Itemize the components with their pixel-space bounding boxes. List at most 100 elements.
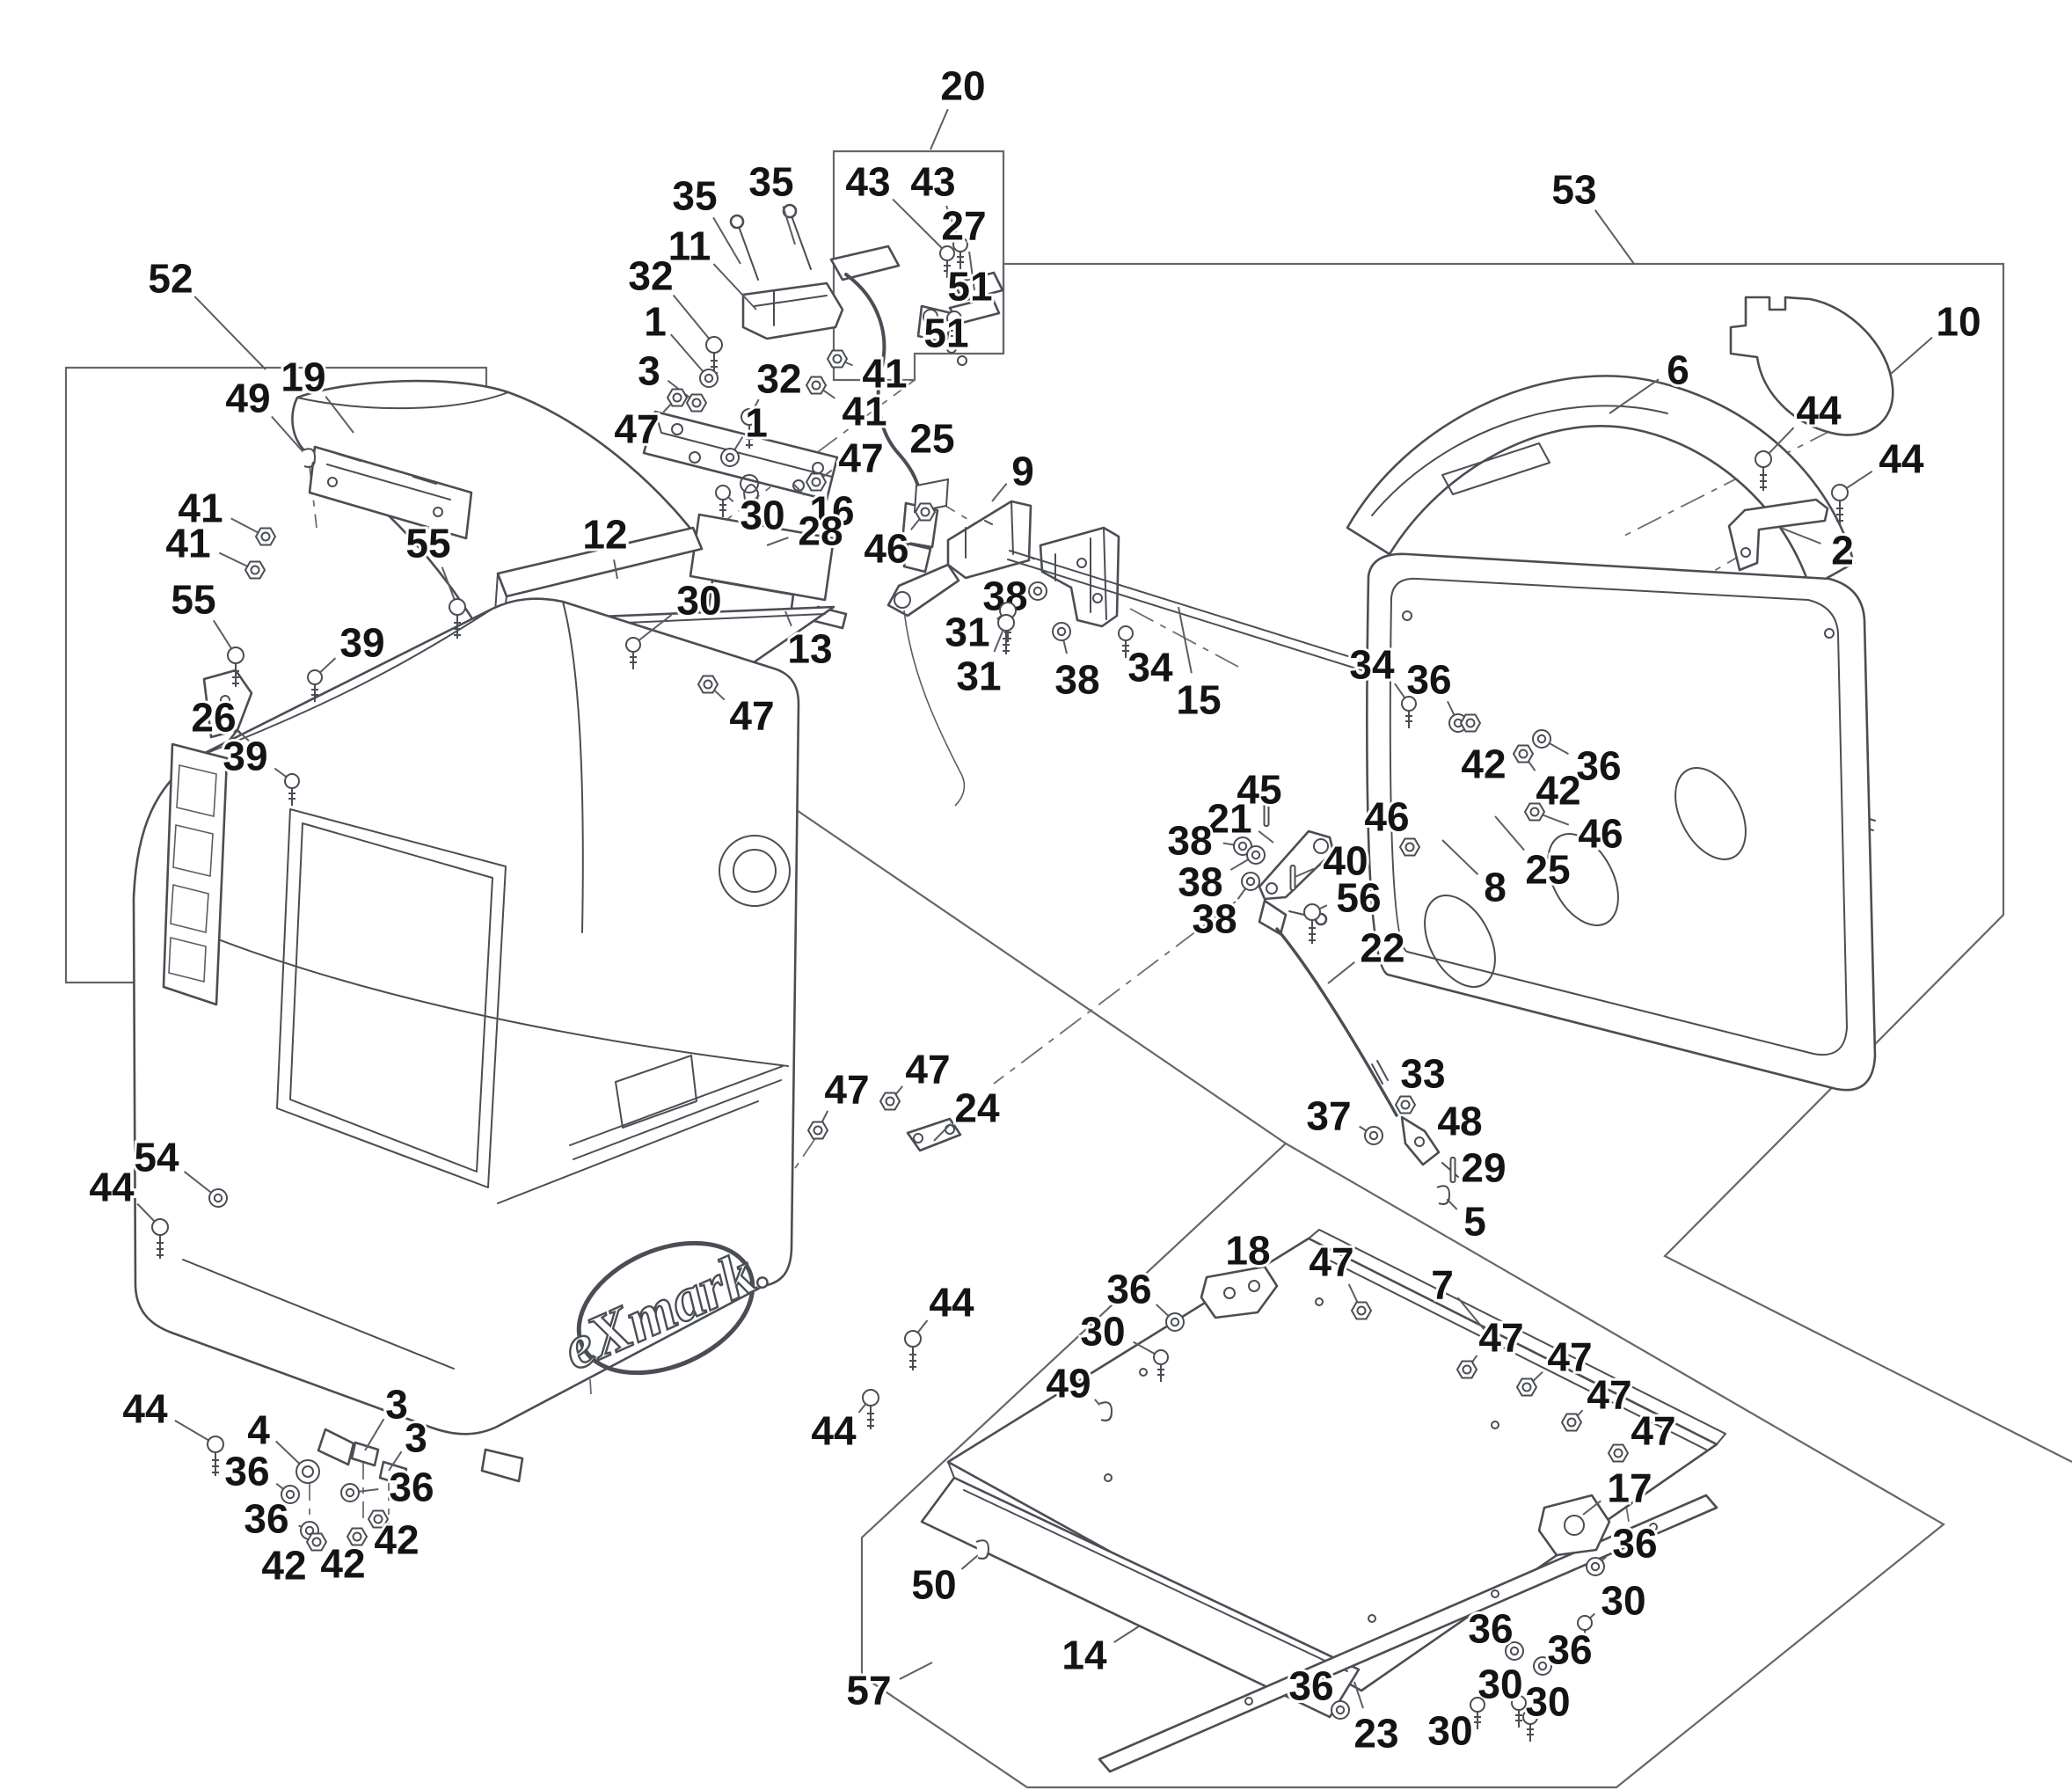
part-clamp-3b	[378, 1460, 408, 1487]
callout-47: 47	[1309, 1239, 1353, 1285]
part-frame-6	[1366, 552, 1877, 1092]
washer-icon	[1532, 729, 1551, 749]
part-rail-23	[1098, 1494, 1718, 1773]
callout-38: 38	[1192, 896, 1237, 942]
callout-36: 36	[1612, 1521, 1657, 1567]
callout-46: 46	[1364, 794, 1409, 840]
callout-8: 8	[1484, 865, 1507, 910]
callout-30: 30	[740, 493, 784, 538]
callout-49: 49	[1046, 1361, 1091, 1406]
callout-35: 35	[748, 159, 793, 205]
pin-icon	[1289, 865, 1296, 891]
callout-48: 48	[1437, 1099, 1482, 1144]
callout-10: 10	[1936, 299, 1981, 345]
callout-51: 51	[947, 264, 992, 310]
callout-53: 53	[1551, 167, 1596, 213]
washer-icon	[699, 369, 719, 388]
callout-4: 4	[247, 1407, 270, 1453]
leader-line-35	[712, 216, 741, 265]
washer-icon	[1165, 1312, 1185, 1332]
nut-icon	[244, 560, 266, 580]
part-ramp-14	[920, 1476, 1361, 1719]
washer-icon	[1586, 1557, 1605, 1576]
callout-37: 37	[1306, 1093, 1351, 1139]
callout-44: 44	[122, 1386, 168, 1432]
nut-icon	[1608, 1443, 1629, 1463]
washer-icon	[1331, 1700, 1350, 1720]
callout-47: 47	[1631, 1408, 1675, 1454]
callout-19: 19	[281, 354, 325, 400]
boundary-group-57	[860, 1142, 1945, 1789]
callout-17: 17	[1607, 1465, 1652, 1511]
nut-icon	[807, 1121, 828, 1140]
leader-line-12	[613, 559, 618, 580]
clip-icon	[975, 1539, 989, 1560]
leader-line-23	[1353, 1681, 1364, 1709]
callout-55: 55	[171, 577, 215, 623]
nut-icon	[697, 675, 719, 694]
part-body-window	[276, 808, 507, 1188]
part-plate-12	[496, 526, 704, 598]
nut-icon	[1561, 1413, 1582, 1432]
leader-line-22	[1327, 961, 1355, 984]
callout-18: 18	[1225, 1228, 1270, 1274]
leader-line-16	[792, 483, 806, 496]
callout-43: 43	[910, 159, 955, 205]
leader-line-24	[933, 1122, 952, 1142]
leader-line-15	[1178, 606, 1193, 674]
nut-icon	[1516, 1377, 1537, 1397]
part-key-10	[1729, 296, 1894, 436]
callout-42: 42	[1536, 768, 1580, 814]
nut-icon	[1456, 1360, 1477, 1379]
leader-line-2	[1780, 527, 1821, 544]
part-cable-20	[829, 245, 1004, 574]
part-valve-28	[689, 513, 835, 602]
callout-5: 5	[1463, 1199, 1486, 1245]
nut-icon	[915, 502, 936, 522]
callout-40: 40	[1323, 838, 1368, 884]
part-rear-cover-group	[1346, 296, 1894, 1092]
leader-line-26	[239, 732, 265, 756]
callout-16: 16	[809, 488, 854, 534]
callout-47: 47	[1478, 1315, 1523, 1361]
callout-50: 50	[911, 1562, 956, 1608]
callout-9: 9	[1011, 449, 1034, 494]
nut-icon	[1351, 1301, 1372, 1320]
part-bracket-18	[1200, 1265, 1279, 1319]
part-floorpan-group	[920, 1229, 1726, 1773]
callout-38: 38	[1054, 657, 1099, 703]
callout-22: 22	[1360, 925, 1404, 971]
washer-icon	[1028, 581, 1047, 601]
callout-54: 54	[134, 1135, 179, 1180]
leader-line-53	[1594, 209, 1635, 265]
callout-11: 11	[668, 223, 711, 269]
nut-icon	[1460, 713, 1481, 733]
callout-47: 47	[838, 435, 883, 481]
nut-icon	[255, 527, 276, 546]
boundary-group-53	[1002, 262, 2072, 1463]
callout-52: 52	[148, 256, 193, 302]
callout-20: 20	[940, 63, 985, 109]
callout-36: 36	[1576, 743, 1621, 789]
callout-30: 30	[1477, 1662, 1522, 1707]
callout-13: 13	[787, 626, 832, 672]
callout-36: 36	[1106, 1267, 1151, 1312]
leader-line-43	[892, 198, 948, 254]
leader-line-30	[632, 614, 673, 646]
callout-23: 23	[1353, 1711, 1398, 1757]
callout-1: 1	[644, 299, 667, 345]
leader-line-6	[1609, 378, 1660, 414]
callout-12: 12	[582, 512, 627, 558]
washer-icon	[1364, 1126, 1383, 1145]
callout-47: 47	[824, 1067, 869, 1113]
callout-29: 29	[1461, 1145, 1506, 1191]
part-bracket-9	[946, 500, 1032, 580]
callout-42: 42	[320, 1541, 365, 1587]
callout-3: 3	[405, 1415, 427, 1461]
callout-15: 15	[1176, 677, 1221, 723]
nut-icon	[1524, 802, 1545, 822]
callout-30: 30	[1601, 1578, 1645, 1624]
clip-icon	[302, 448, 316, 469]
callout-3: 3	[638, 348, 660, 394]
callout-24: 24	[954, 1085, 1000, 1131]
